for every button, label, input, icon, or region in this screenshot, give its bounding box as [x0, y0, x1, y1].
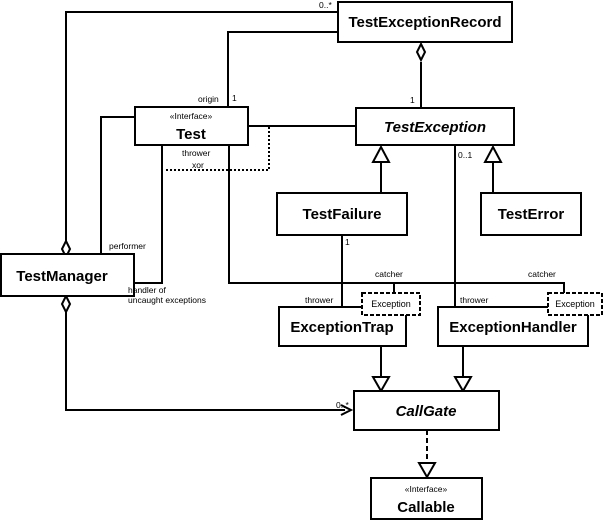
class-name: TestException [384, 119, 486, 136]
callgate-navigation-arrow [340, 404, 354, 416]
role-label: performer [109, 241, 146, 251]
multiplicity-label: 1 [232, 93, 237, 103]
dependency-arrowhead [417, 462, 437, 480]
role-label: origin [198, 94, 219, 104]
class-name: TestManager [16, 268, 108, 285]
template-parameter-box [547, 292, 603, 316]
handler-generalization-arrowhead [453, 376, 473, 394]
test-record-origin-association [227, 31, 338, 106]
error-generalization-arrowhead [483, 144, 503, 163]
class-call-gate: CallGate [353, 390, 500, 431]
class-test-exception: TestException [355, 107, 515, 146]
class-name: Callable [397, 499, 455, 516]
class-box [337, 1, 513, 43]
class-stereotype: «Interface» [170, 111, 213, 121]
multiplicity-label: 0..* [336, 400, 349, 410]
role-label: thrower [305, 295, 334, 305]
role-label: uncaught exceptions [128, 295, 206, 305]
catcher-association [228, 145, 565, 293]
class-name: ExceptionTrap [290, 319, 393, 336]
multiplicity-label: 1 [345, 237, 350, 247]
role-label: thrower [460, 295, 489, 305]
multiplicity-label: 0..* [319, 0, 332, 10]
class-name: TestError [498, 206, 565, 223]
class-box [0, 253, 135, 297]
class-box [370, 477, 483, 520]
manager-test-performer [100, 116, 135, 253]
template-parameter: Exception [555, 299, 595, 309]
class-name: Test [176, 126, 206, 143]
class-name: TestExceptionRecord [348, 14, 501, 31]
role-label: catcher [375, 269, 403, 279]
class-test-manager: TestManager [0, 253, 135, 297]
constraint-label: xor [192, 160, 204, 170]
template-parameter: Exception [371, 299, 411, 309]
multiplicity-label: 1 [410, 95, 415, 105]
trap-generalization-arrowhead [371, 376, 391, 394]
class-callable: «Interface» Callable [370, 477, 483, 520]
association-labels: 0..* origin 1 1 thrower xor 0..1 perform… [109, 0, 556, 410]
class-name: CallGate [396, 403, 457, 420]
class-name: ExceptionHandler [449, 319, 577, 336]
template-parameter-box [361, 292, 421, 316]
class-test-failure: TestFailure [276, 192, 408, 236]
class-name: TestFailure [303, 206, 382, 223]
class-box [353, 390, 500, 431]
class-exception-handler: ExceptionHandler Exception [437, 292, 603, 347]
class-test-error: TestError [480, 192, 582, 236]
class-test-exception-record: TestExceptionRecord [337, 1, 513, 43]
role-label: handler of [128, 285, 166, 295]
manager-callgate-aggregation [65, 309, 345, 411]
manager-record-association [65, 11, 338, 244]
role-label: catcher [528, 269, 556, 279]
xor-constraint-line [166, 126, 270, 171]
class-box [134, 106, 249, 146]
class-box [480, 192, 582, 236]
class-box [276, 192, 408, 236]
manager-callgate-diamond [60, 293, 72, 315]
record-exception-diamond [415, 41, 427, 63]
multiplicity-label: 0..1 [458, 150, 472, 160]
test-manager-uncaught-handler [134, 145, 163, 284]
failure-generalization-arrowhead [371, 144, 391, 163]
class-exception-trap: ExceptionTrap Exception [278, 292, 421, 347]
class-box [355, 107, 515, 146]
role-label: thrower [182, 148, 211, 158]
class-test: «Interface» Test [134, 106, 249, 146]
class-stereotype: «Interface» [405, 484, 448, 494]
